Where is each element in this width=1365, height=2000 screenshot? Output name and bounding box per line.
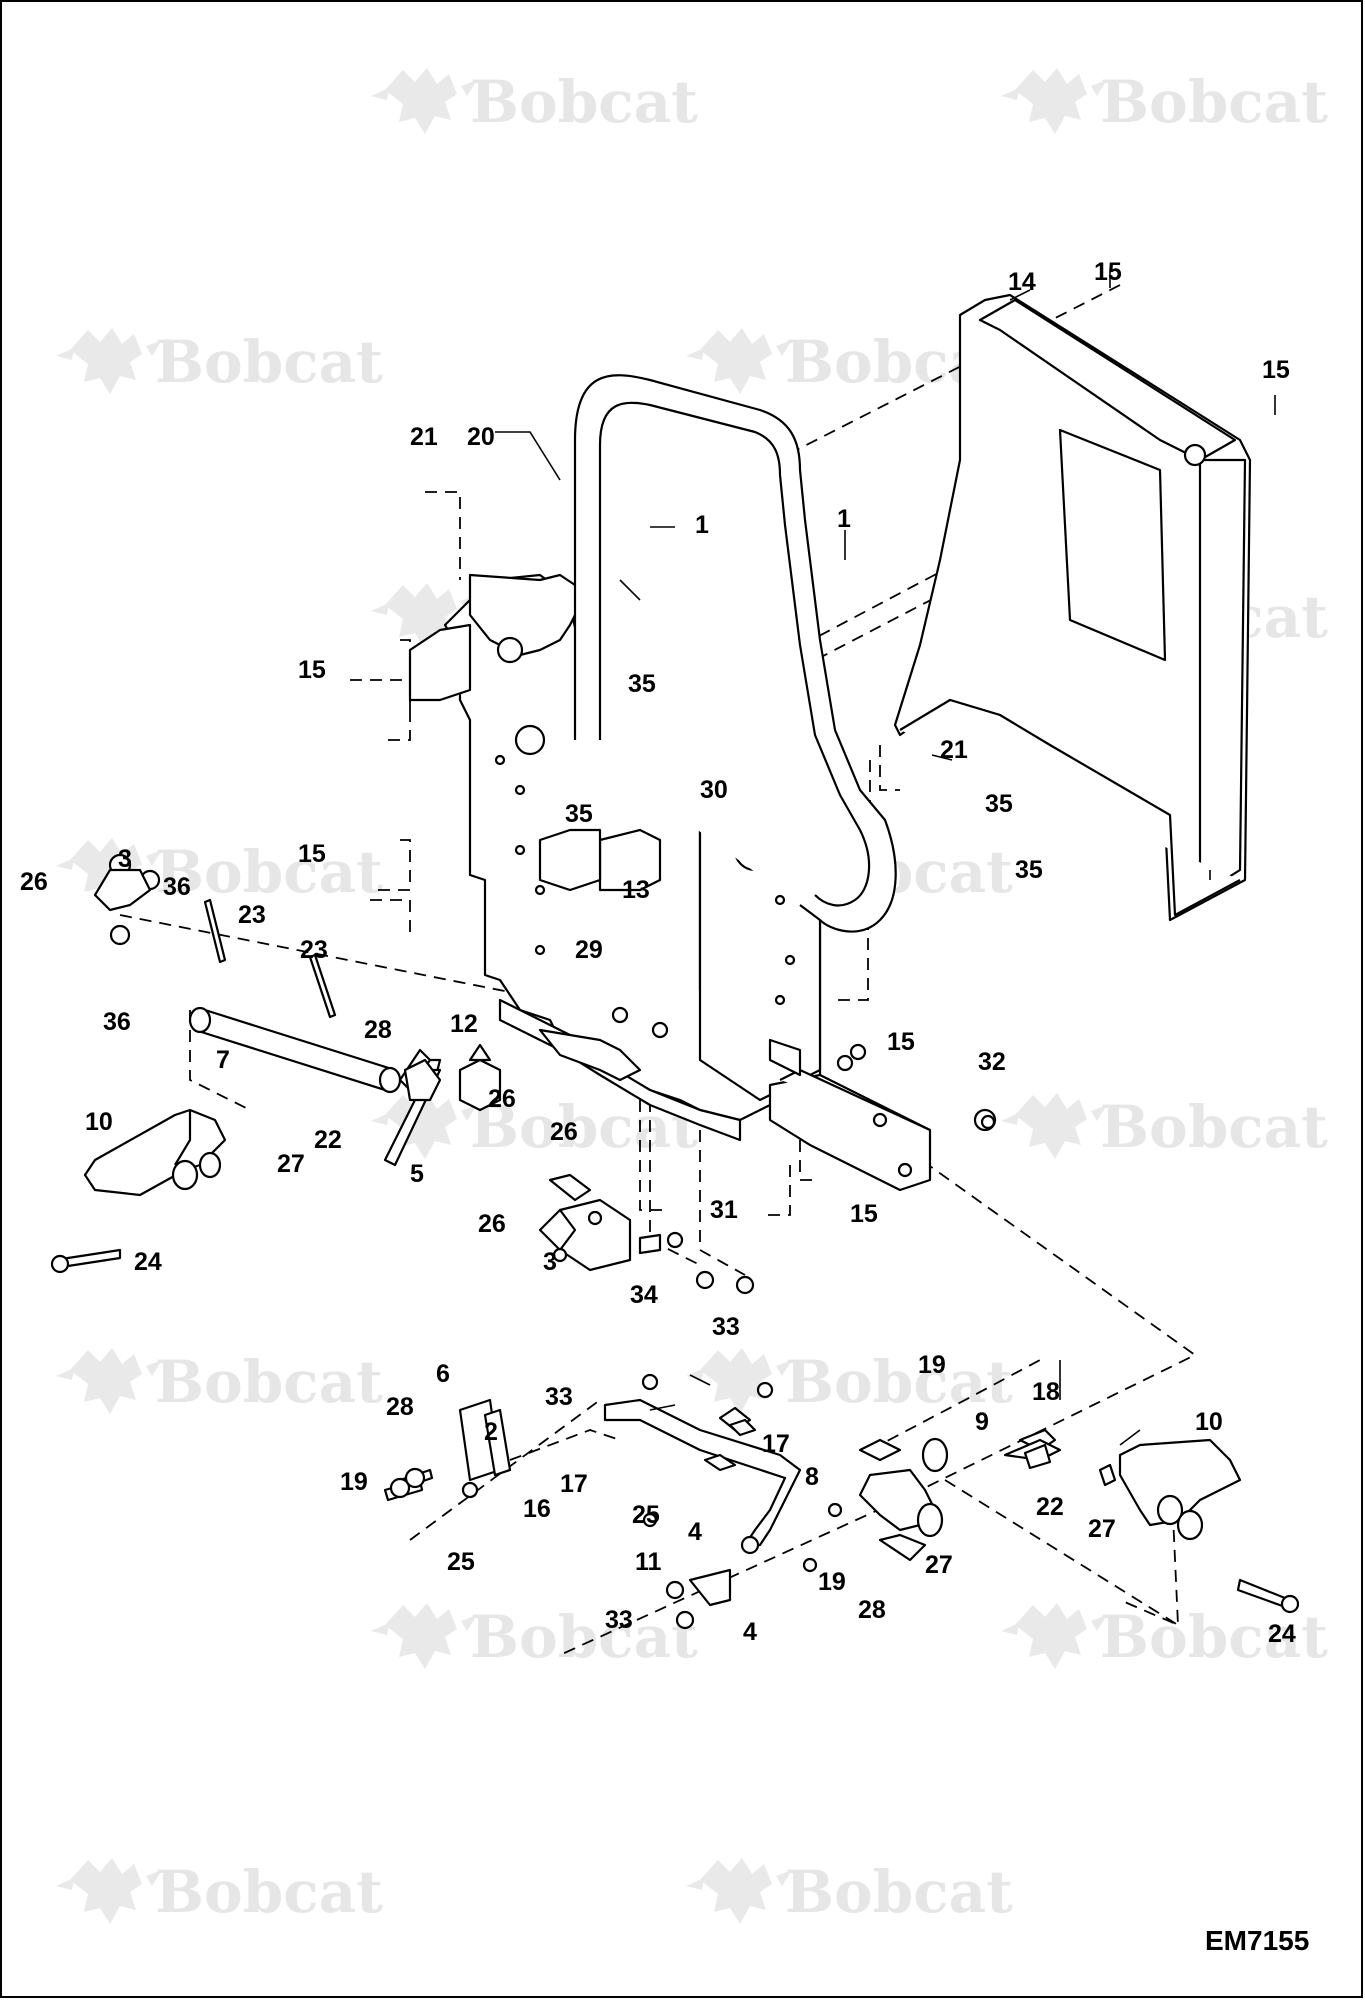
watermark-text: Bobcat [785,1858,1013,1926]
callout-26: 26 [20,868,48,896]
callout-19: 19 [818,1568,846,1596]
callout-36: 36 [163,873,191,901]
callout-9: 9 [975,1408,989,1436]
watermark-text: Bobcat [1100,1093,1328,1161]
callout-15: 15 [298,840,326,868]
watermark-text: Bobcat [785,1348,1013,1416]
callout-28: 28 [386,1393,414,1421]
callout-22: 22 [314,1126,342,1154]
callout-15: 15 [1094,258,1122,286]
watermark-text: Bobcat [155,838,383,906]
callout-27: 27 [925,1551,953,1579]
shaft-part-7 [188,1006,402,1094]
callout-19: 19 [918,1351,946,1379]
callout-7: 7 [216,1046,230,1074]
callout-26: 26 [478,1210,506,1238]
diagram-code-label: EM7155 [1205,1925,1309,1956]
callout-20: 20 [467,423,495,451]
callout-36: 36 [103,1008,131,1036]
callout-1: 1 [695,511,709,539]
callout-27: 27 [277,1150,305,1178]
callout-12: 12 [450,1010,478,1038]
callout-6: 6 [436,1360,450,1388]
callout-31: 31 [710,1196,738,1224]
callout-28: 28 [858,1596,886,1624]
callout-21: 21 [410,423,438,451]
watermark-text: Bobcat [155,1858,383,1926]
callout-5: 5 [410,1160,424,1188]
callout-17: 17 [560,1470,588,1498]
callout-15: 15 [298,656,326,684]
callout-35: 35 [1015,856,1043,884]
callout-24: 24 [134,1248,162,1276]
callout-28: 28 [364,1016,392,1044]
callout-33: 33 [545,1383,573,1411]
callout-3: 3 [118,845,132,873]
callout-4: 4 [688,1518,702,1546]
callout-19: 19 [340,1468,368,1496]
callout-21: 21 [940,736,968,764]
callout-27: 27 [1088,1515,1116,1543]
callout-29: 29 [575,936,603,964]
callout-35: 35 [985,790,1013,818]
callout-25: 25 [447,1548,475,1576]
callout-30: 30 [700,776,728,804]
watermark-text: Bobcat [1100,68,1328,136]
callout-3: 3 [543,1248,557,1276]
callout-26: 26 [488,1085,516,1113]
watermark-text: Bobcat [470,1603,698,1671]
callout-15: 15 [850,1200,878,1228]
callout-24: 24 [1268,1620,1296,1648]
watermark-text: Bobcat [470,68,698,136]
callout-25: 25 [632,1501,660,1529]
watermark-text: Bobcat [155,328,383,396]
callout-15: 15 [1262,356,1290,384]
callout-18: 18 [1032,1378,1060,1406]
callout-10: 10 [85,1108,113,1136]
callout-15: 15 [887,1028,915,1056]
callout-33: 33 [605,1606,633,1634]
roll-bar-part-20 [573,374,897,933]
bellcrank-part-9 [858,1437,949,1538]
watermark-text: Bobcat [1100,1603,1328,1671]
callout-4: 4 [743,1618,757,1646]
callout-23: 23 [238,901,266,929]
link-bar-part-8 [603,1398,802,1555]
callout-16: 16 [523,1495,551,1523]
callout-2: 2 [484,1418,498,1446]
callout-26: 26 [550,1118,578,1146]
callout-22: 22 [1036,1493,1064,1521]
callout-8: 8 [805,1463,819,1491]
callout-34: 34 [630,1281,658,1309]
callout-13: 13 [622,876,650,904]
callout-17: 17 [762,1430,790,1458]
callout-35: 35 [565,800,593,828]
callout-10: 10 [1195,1408,1223,1436]
callout-leader-lines [495,272,1276,1446]
callout-32: 32 [978,1048,1006,1076]
pedal-part-10-left [83,1108,227,1197]
callout-1: 1 [837,505,851,533]
callout-35: 35 [628,670,656,698]
pedal-part-10-right [1118,1438,1242,1541]
side-panel-part-14 [893,293,1252,922]
fasteners [50,853,1300,1630]
watermark-text: Bobcat [155,1348,383,1416]
callout-11: 11 [635,1548,662,1576]
callout-14: 14 [1008,268,1036,296]
callout-33: 33 [712,1313,740,1341]
callout-23: 23 [300,936,328,964]
